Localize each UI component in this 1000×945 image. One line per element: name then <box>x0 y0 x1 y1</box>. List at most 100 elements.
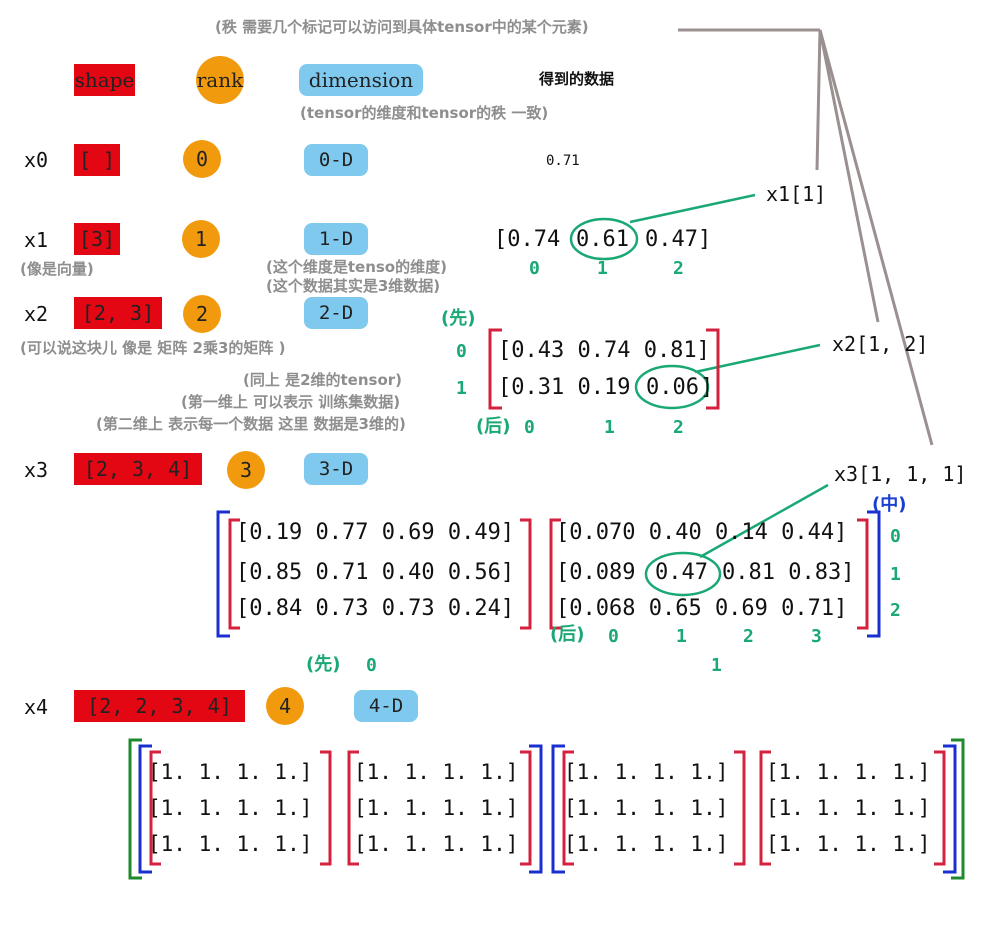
shape-header: shape <box>74 64 135 96</box>
x4-rank: 4 <box>266 687 304 725</box>
x3-col-index-3: 3 <box>811 626 822 647</box>
x4-b0-m1-row-0: [1. 1. 1. 1.] <box>354 760 519 784</box>
x1-dim: 1-D <box>304 223 368 255</box>
x1-v1: 0.61 <box>576 227 629 252</box>
x2-row-1b: 0.06 <box>646 375 699 400</box>
x1-dim-note2: (这个数据其实是3维数据) <box>266 277 441 295</box>
x3-col-index-0: 0 <box>608 626 619 647</box>
dimension-note: (tensor的维度和tensor的秩 一致) <box>300 104 549 122</box>
x3-m1-row-0: [0.070 0.40 0.14 0.44] <box>556 520 848 545</box>
x3-col-index-2: 2 <box>743 626 754 647</box>
x3-m1-row-1c: 0.81 0.83] <box>722 560 855 585</box>
x3-block-index-0: 0 <box>366 655 377 676</box>
x1-index-2: 2 <box>673 258 684 279</box>
x2-row-1-close: ] <box>700 375 714 400</box>
x4-b1-m1-row-0: [1. 1. 1. 1.] <box>766 760 931 784</box>
x4-b1-m0-row-2: [1. 1. 1. 1.] <box>564 832 729 856</box>
x1-label: x1 <box>24 228 49 252</box>
x0-dim: 0-D <box>304 144 368 176</box>
x2-row-1a: [0.31 0.19 <box>498 375 631 400</box>
x3-row-index-1: 1 <box>890 564 901 585</box>
x2-note-c: (第二维上 表示每一个数据 这里 数据是3维的) <box>96 415 406 433</box>
x0-shape: [ ] <box>74 144 120 176</box>
x4-b0-m1-row-1: [1. 1. 1. 1.] <box>354 796 519 820</box>
x3-first-label: (先) <box>306 654 341 675</box>
x3-m1-row-2: [0.068 0.65 0.69 0.71] <box>556 596 848 621</box>
x3-m1-row-1a: [0.089 <box>556 560 636 585</box>
x2-label: x2 <box>24 302 49 326</box>
x3-m0-row-0: [0.19 0.77 0.69 0.49] <box>236 520 515 545</box>
x2-col-index-2: 2 <box>673 417 684 438</box>
x2-note-b: (第一维上 可以表示 训练集数据) <box>181 393 401 411</box>
x4-b0-m0-row-0: [1. 1. 1. 1.] <box>148 760 313 784</box>
dimension-header: dimension <box>299 64 423 96</box>
x3-label: x3 <box>24 458 49 482</box>
x1-rank: 1 <box>182 220 220 258</box>
x2-note: (可以说这块儿 像是 矩阵 2乘3的矩阵 ) <box>20 339 286 357</box>
gray-connectors <box>678 28 934 446</box>
x4-shape: [2, 2, 3, 4] <box>74 690 245 722</box>
x3-mid-label: (中) <box>872 494 907 515</box>
x1-v2: 0.47] <box>645 227 712 252</box>
data-header: 得到的数据 <box>539 70 615 88</box>
x3-rank: 3 <box>227 451 265 489</box>
gray-line-x1 <box>815 29 822 171</box>
x3-brackets <box>216 510 881 638</box>
x1-v0: [0.74 <box>494 227 561 252</box>
pointer-x1 <box>629 193 756 224</box>
x1-shape: [3] <box>74 223 120 255</box>
x1-dim-note1: (这个维度是tenso的维度) <box>266 258 447 276</box>
x1-index-1: 1 <box>597 258 608 279</box>
x2-col-index-1: 1 <box>604 417 615 438</box>
x3-block-index-1: 1 <box>711 655 722 676</box>
x2-row-0: [0.43 0.74 0.81] <box>498 338 710 363</box>
x1-index-0: 0 <box>529 258 540 279</box>
x2-rank: 2 <box>183 295 221 333</box>
x3-m0-row-2: [0.84 0.73 0.73 0.24] <box>236 596 515 621</box>
x2-dim: 2-D <box>304 297 368 329</box>
x4-label: x4 <box>24 695 49 719</box>
x2-col-index-0: 0 <box>524 417 535 438</box>
x2-note-a: (同上 是2维的tensor) <box>243 371 403 389</box>
x4-b1-m1-row-2: [1. 1. 1. 1.] <box>766 832 931 856</box>
highlight-x1 <box>569 217 639 261</box>
x3-access: x3[1, 1, 1] <box>834 462 967 486</box>
x2-row-index-1: 1 <box>456 378 467 399</box>
x2-first-label: (先) <box>441 308 476 329</box>
x1-access: x1[1] <box>766 182 827 206</box>
x1-note: (像是向量) <box>20 260 94 278</box>
x3-m1-row-1b: 0.47 <box>655 560 708 585</box>
x3-last-label: (后) <box>550 624 585 645</box>
x4-b1-m0-row-0: [1. 1. 1. 1.] <box>564 760 729 784</box>
x4-b1-m1-row-1: [1. 1. 1. 1.] <box>766 796 931 820</box>
x4-brackets <box>128 738 965 880</box>
x2-row-index-0: 0 <box>456 341 467 362</box>
highlight-x2 <box>634 364 710 410</box>
x0-label: x0 <box>24 148 49 172</box>
x3-row-index-2: 2 <box>890 600 901 621</box>
x2-shape: [2, 3] <box>74 297 162 329</box>
x2-brackets <box>488 328 720 410</box>
x3-col-index-1: 1 <box>676 626 687 647</box>
x3-dim: 3-D <box>304 453 368 485</box>
rank-note: (秩 需要几个标记可以访问到具体tensor中的某个元素) <box>215 18 589 36</box>
x3-shape: [2, 3, 4] <box>74 453 202 485</box>
highlight-x3 <box>644 551 722 597</box>
gray-line-x2 <box>818 29 880 323</box>
x4-b0-m0-row-2: [1. 1. 1. 1.] <box>148 832 313 856</box>
rank-header: rank <box>196 56 244 104</box>
x4-b0-m1-row-2: [1. 1. 1. 1.] <box>354 832 519 856</box>
x0-rank: 0 <box>183 140 221 178</box>
x3-row-index-0: 0 <box>890 526 901 547</box>
x4-b1-m0-row-1: [1. 1. 1. 1.] <box>564 796 729 820</box>
green-highlights <box>569 193 829 597</box>
x2-access: x2[1, 2] <box>832 332 929 356</box>
x0-value: 0.71 <box>546 153 580 169</box>
x4-b0-m0-row-1: [1. 1. 1. 1.] <box>148 796 313 820</box>
x3-m0-row-1: [0.85 0.71 0.40 0.56] <box>236 560 515 585</box>
gray-line-x3 <box>818 29 934 446</box>
x2-last-label: (后) <box>476 416 511 437</box>
pointer-x2 <box>694 343 821 374</box>
